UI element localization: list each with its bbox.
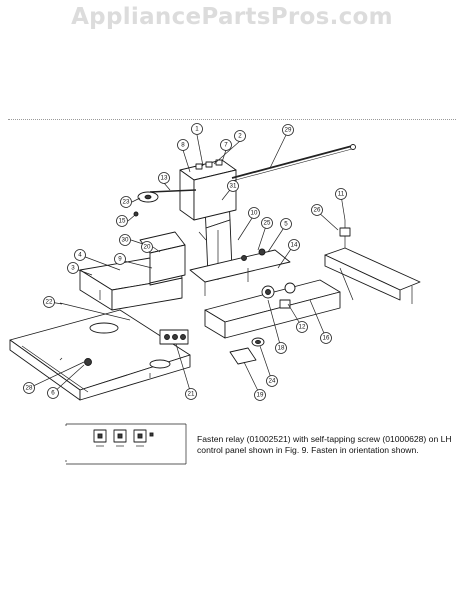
rod-29 xyxy=(231,144,356,182)
callout: 4 xyxy=(74,249,86,261)
callout: 3 xyxy=(67,262,79,274)
callouts: 1 2 7 8 29 13 23 15 31 30 20 10 25 5 4 9… xyxy=(23,123,347,401)
callout: 19 xyxy=(254,389,266,401)
svg-text:13: 13 xyxy=(161,175,168,182)
svg-text:24: 24 xyxy=(269,378,276,385)
svg-text:21: 21 xyxy=(188,391,195,398)
relay-block xyxy=(159,329,189,345)
svg-text:7: 7 xyxy=(224,142,228,149)
svg-text:14: 14 xyxy=(291,242,298,249)
svg-text:8: 8 xyxy=(181,142,185,149)
base-platform xyxy=(9,309,191,401)
callout: 11 xyxy=(335,188,347,200)
svg-text:12: 12 xyxy=(299,324,306,331)
callout: 25 xyxy=(261,217,273,229)
svg-text:2: 2 xyxy=(238,133,242,140)
callout: 24 xyxy=(266,375,278,387)
svg-text:6: 6 xyxy=(51,390,55,397)
arm-13 xyxy=(133,189,197,217)
callout: 10 xyxy=(248,207,260,219)
callout: 18 xyxy=(275,342,287,354)
upper-module xyxy=(179,159,237,221)
center-frame xyxy=(189,248,291,296)
callout: 16 xyxy=(320,332,332,344)
svg-text:26: 26 xyxy=(314,207,321,214)
callout: 1 xyxy=(191,123,203,135)
svg-text:4: 4 xyxy=(78,252,82,259)
rod-22 xyxy=(59,302,131,321)
callout: 7 xyxy=(220,139,232,151)
callout: 28 xyxy=(23,382,35,394)
svg-text:23: 23 xyxy=(123,199,130,206)
callout: 30 xyxy=(119,234,131,246)
callout: 21 xyxy=(185,388,197,400)
svg-text:31: 31 xyxy=(230,183,237,190)
svg-text:5: 5 xyxy=(284,221,288,228)
callout: 20 xyxy=(141,241,153,253)
assembly-note: Fasten relay (01002521) with self-tappin… xyxy=(197,434,452,456)
callout: 22 xyxy=(43,296,55,308)
callout: 8 xyxy=(177,139,189,151)
svg-text:19: 19 xyxy=(257,392,264,399)
callout: 31 xyxy=(227,180,239,192)
svg-text:22: 22 xyxy=(46,299,53,306)
svg-text:16: 16 xyxy=(323,335,330,342)
callout: 23 xyxy=(120,196,132,208)
section-divider xyxy=(8,119,456,120)
callout: 9 xyxy=(114,253,126,265)
svg-text:30: 30 xyxy=(122,237,129,244)
svg-text:20: 20 xyxy=(144,244,151,251)
inset-relay-panel xyxy=(65,423,187,465)
svg-text:18: 18 xyxy=(278,345,285,352)
callout: 26 xyxy=(311,204,323,216)
svg-text:25: 25 xyxy=(264,220,271,227)
svg-text:15: 15 xyxy=(119,218,126,225)
right-bracket xyxy=(324,220,421,304)
callout: 6 xyxy=(47,387,59,399)
svg-text:29: 29 xyxy=(285,127,292,134)
right-panel xyxy=(204,279,341,347)
svg-text:11: 11 xyxy=(338,191,345,198)
watermark-logo: AppliancePartsPros.com xyxy=(71,4,393,30)
svg-text:28: 28 xyxy=(26,385,33,392)
callout: 5 xyxy=(280,218,292,230)
callout: 15 xyxy=(116,215,128,227)
callout: 13 xyxy=(158,172,170,184)
svg-text:9: 9 xyxy=(118,256,122,263)
svg-text:1: 1 xyxy=(195,126,199,133)
callout: 29 xyxy=(282,124,294,136)
plate-19 xyxy=(229,347,257,365)
callout: 2 xyxy=(234,130,246,142)
svg-text:3: 3 xyxy=(71,265,75,272)
callout: 12 xyxy=(296,321,308,333)
svg-text:10: 10 xyxy=(251,210,258,217)
callout: 14 xyxy=(288,239,300,251)
